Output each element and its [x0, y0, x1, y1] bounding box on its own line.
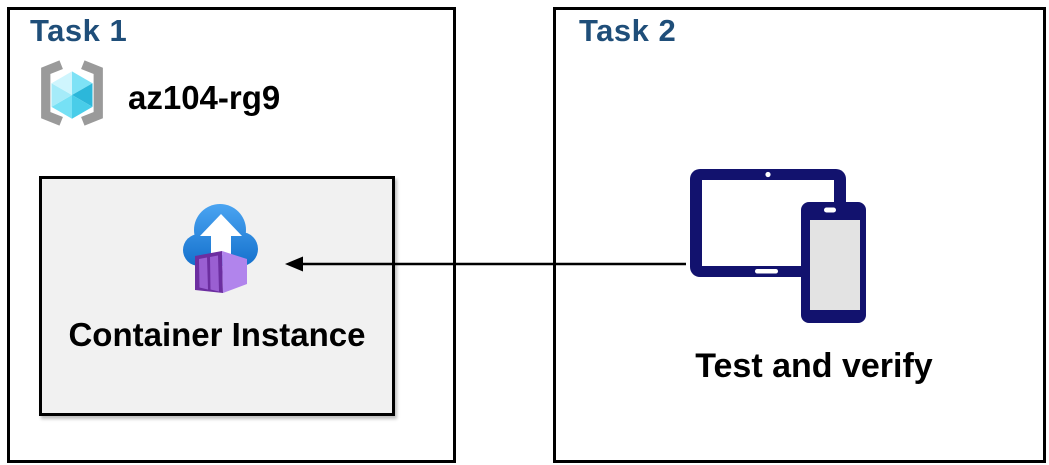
phone-icon — [801, 202, 866, 323]
purple-container — [195, 251, 247, 293]
tablet-home-bar — [755, 269, 778, 274]
phone-screen — [810, 220, 860, 310]
container-instance-icon — [183, 204, 258, 293]
task2-title: Task 2 — [579, 13, 677, 48]
arrow-head — [285, 256, 303, 272]
upload-arrow-icon — [200, 214, 242, 255]
bracket-right — [81, 60, 103, 126]
bracket-left — [41, 60, 63, 126]
container-instance-label: Container Instance — [68, 316, 366, 353]
devices-icon — [690, 169, 866, 323]
tablet-camera-dot — [765, 171, 771, 178]
cyan-cube — [51, 71, 93, 119]
test-and-verify-label: Test and verify — [695, 347, 933, 385]
resource-group-name: az104-rg9 — [128, 79, 281, 116]
resource-group-icon — [41, 60, 103, 126]
task1-title: Task 1 — [30, 13, 128, 48]
phone-speaker — [824, 207, 836, 213]
arrow-left-icon — [285, 256, 686, 272]
